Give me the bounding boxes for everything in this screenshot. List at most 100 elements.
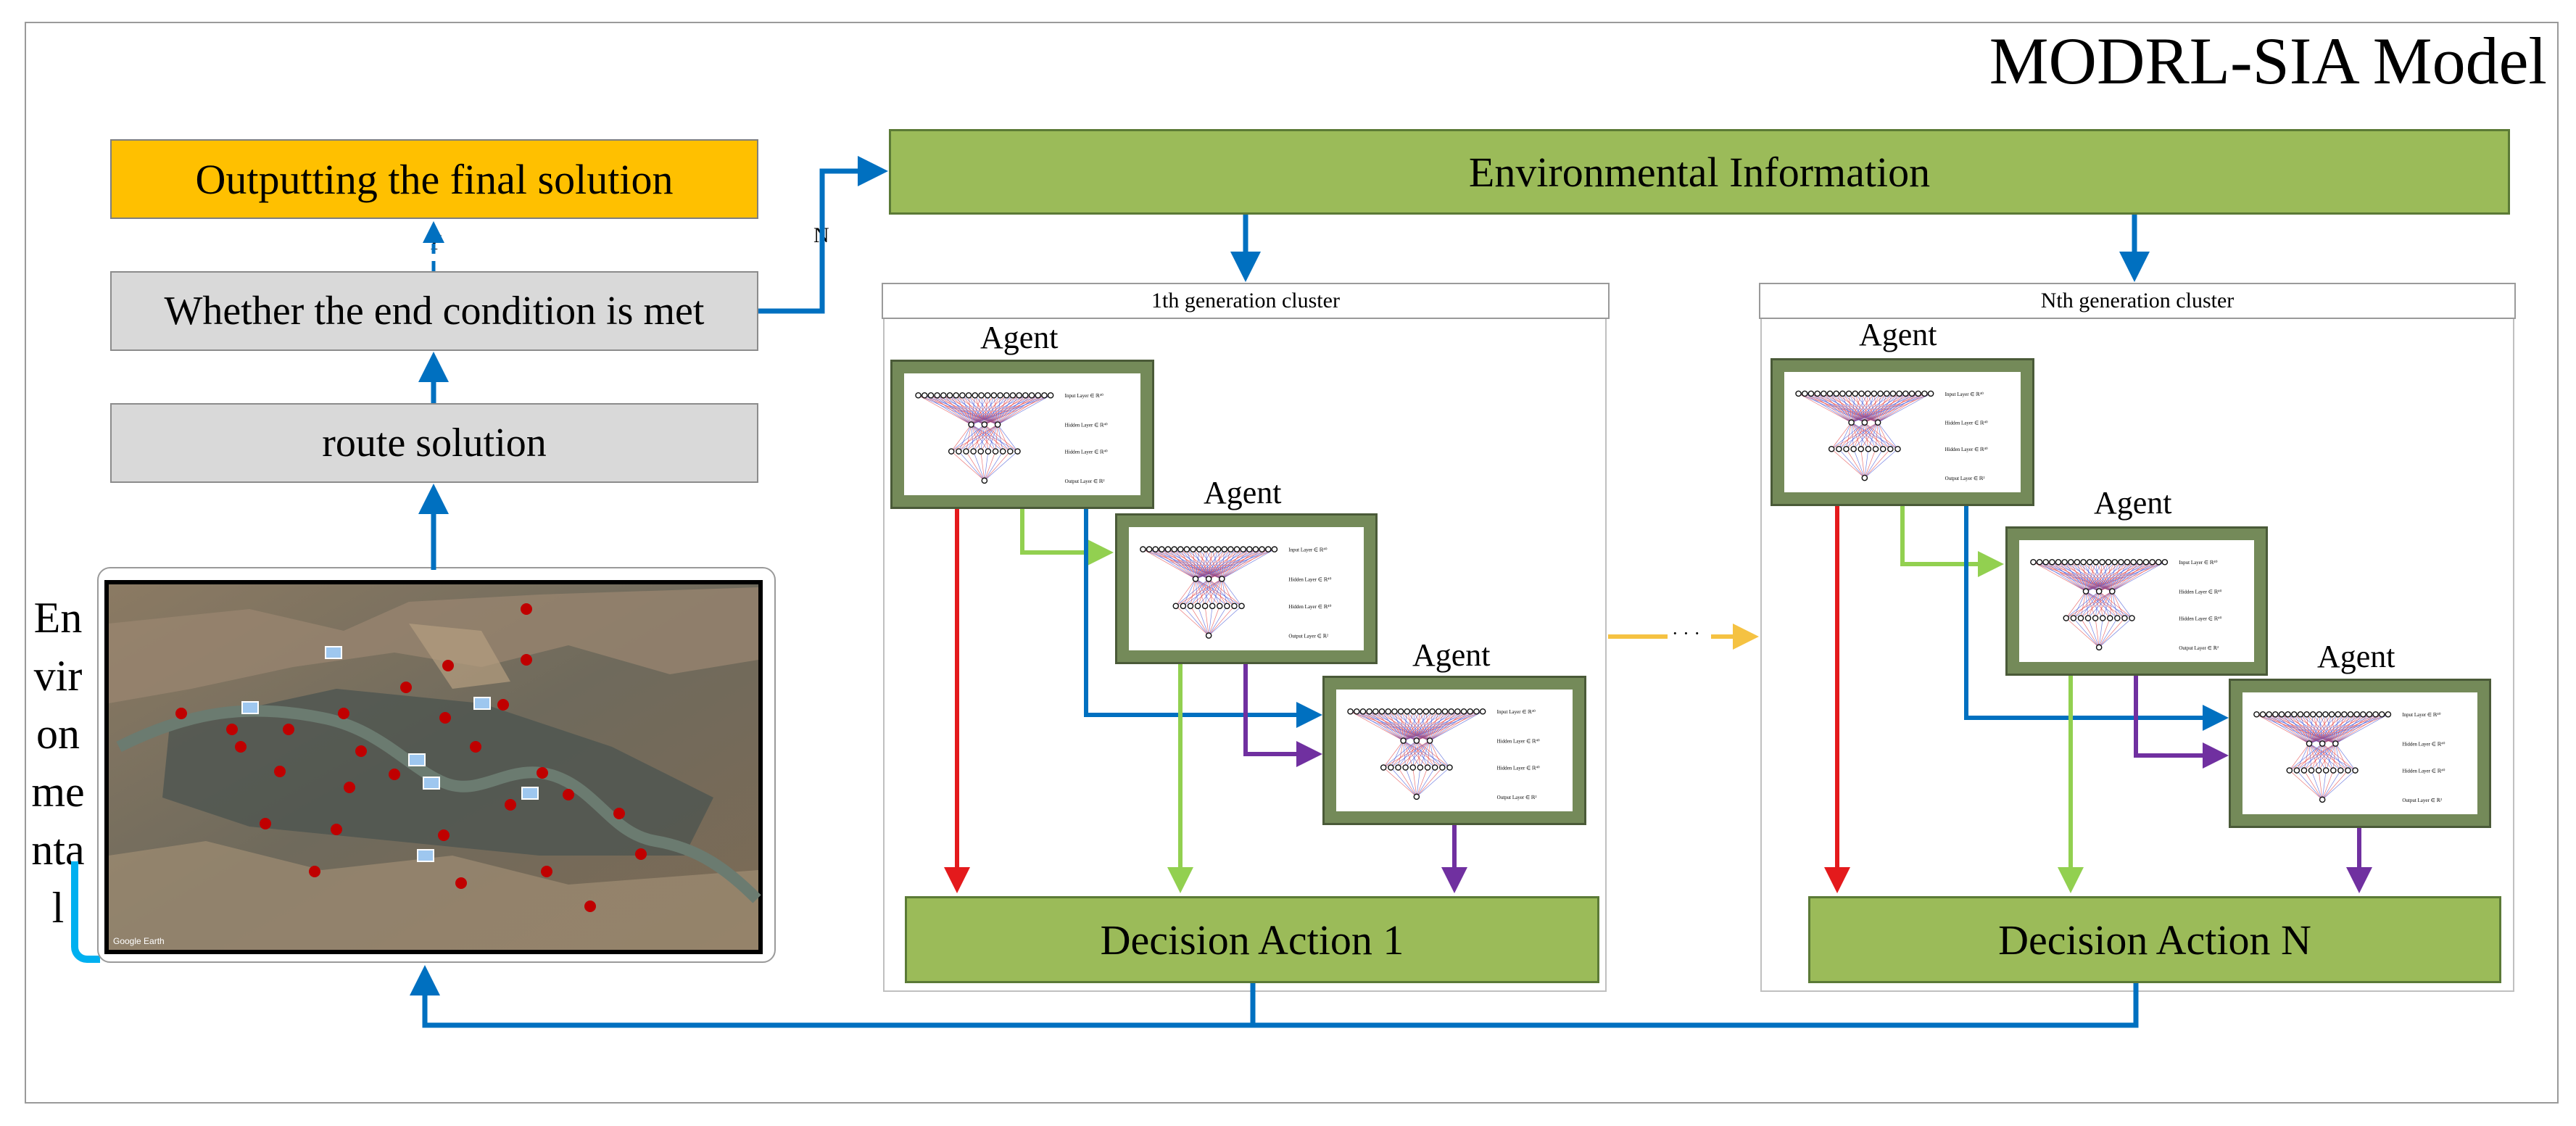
nn-connection	[2308, 743, 2319, 771]
nn-neuron	[959, 392, 966, 399]
nn-neuron	[1231, 603, 1238, 610]
nn-neuron	[1214, 546, 1222, 552]
nn-connection	[1394, 711, 1404, 741]
nn-connection	[1868, 422, 1879, 450]
nn-connection	[1829, 393, 1865, 423]
nn-neuron	[1833, 390, 1840, 397]
nn-connection	[1853, 422, 1879, 450]
nn-neuron	[1233, 546, 1241, 552]
nn-connection	[984, 424, 996, 452]
nn-connection	[1846, 422, 1852, 450]
nn-neuron	[1454, 708, 1461, 715]
nn-connection	[1412, 740, 1417, 768]
nn-connection	[971, 394, 1001, 425]
nn-connection	[951, 424, 985, 452]
nn-neuron	[1848, 419, 1855, 426]
nn-connection	[1403, 711, 1433, 741]
nn-connection	[971, 395, 976, 425]
map-watermark: Google Earth	[113, 936, 165, 946]
nn-neuron	[927, 392, 935, 399]
nn-neuron	[1372, 708, 1379, 715]
nn-connection	[2308, 713, 2357, 744]
nn-connection	[1416, 740, 1428, 768]
nn-neuron	[1877, 390, 1884, 397]
nn-connection	[1208, 605, 1235, 636]
nn-connection	[966, 424, 998, 452]
nn-neuron	[953, 392, 960, 399]
nn-connection	[1851, 393, 1868, 423]
nn-neuron	[1402, 764, 1409, 771]
nn-connection	[951, 424, 998, 452]
nn-neuron	[2319, 796, 2326, 803]
agent-1a-label: Agent	[980, 320, 1059, 355]
nn-connection	[1398, 740, 1430, 768]
nn-neuron	[1007, 448, 1014, 455]
nn-layer-label: Output Layer ∈ ℝ²	[1945, 476, 1985, 481]
nn-connection	[1839, 422, 1852, 450]
nn-connection	[951, 424, 972, 452]
nn-neuron	[2036, 558, 2043, 566]
nn-connection	[1405, 767, 1417, 797]
nn-neuron	[934, 392, 940, 399]
nn-connection	[966, 424, 972, 452]
nn-neuron	[1183, 546, 1190, 552]
nn-layer-label: Hidden Layer ∈ ℝ⁴⁰	[2179, 589, 2221, 595]
nn-neuron	[1028, 392, 1035, 399]
nn-connection	[1369, 711, 1417, 741]
nn-neuron	[2366, 711, 2373, 718]
nn-connection	[997, 424, 1003, 452]
nn-neuron	[1908, 390, 1916, 397]
nn-layer-label: Hidden Layer ∈ ℝ⁴⁰	[1497, 739, 1540, 745]
nn-neuron	[1887, 445, 1894, 452]
nn-connection	[958, 424, 985, 452]
agent-nb-label: Agent	[2094, 485, 2172, 521]
nn-connection	[2300, 714, 2310, 744]
nn-neuron	[1915, 390, 1922, 397]
nn-connection	[1851, 422, 1876, 450]
nn-connection	[1864, 449, 1869, 479]
nn-connection	[984, 424, 989, 452]
nn-neuron	[940, 392, 947, 399]
satellite-map-image: Google Earth	[109, 584, 761, 950]
nn-connection	[984, 451, 989, 481]
nn-layer-label: Hidden Layer ∈ ℝ⁴⁰	[1288, 604, 1331, 610]
nn-connection	[1864, 422, 1869, 450]
nn-connection	[1403, 711, 1470, 741]
nn-connection	[1391, 767, 1417, 798]
nn-connection	[2303, 743, 2336, 771]
nn-neuron	[1190, 546, 1196, 552]
nn-neuron	[1196, 546, 1203, 552]
nn-connection	[2311, 743, 2336, 771]
nn-connection	[997, 424, 1011, 452]
nn-neuron	[1366, 708, 1372, 715]
nn-neuron	[1467, 708, 1474, 715]
nn-neuron	[2259, 711, 2266, 718]
nn-connection	[971, 394, 1032, 425]
nn-connection	[1383, 740, 1430, 768]
nn-connection	[1846, 422, 1879, 450]
nn-neuron	[985, 448, 992, 455]
nn-connection	[1403, 711, 1458, 741]
nn-neuron	[978, 392, 985, 399]
nn-neuron	[2322, 767, 2329, 774]
environmental-side-label: En vir on me nta l	[31, 594, 85, 932]
nn-neuron	[2297, 711, 2304, 718]
nn-connection	[1403, 740, 1421, 768]
nn-connection	[1851, 422, 1891, 450]
nn-connection	[2281, 713, 2323, 744]
nn-connection	[1403, 711, 1446, 741]
nn-connection	[971, 424, 974, 452]
nn-layer-label: Hidden Layer ∈ ℝ⁴⁰	[2402, 742, 2445, 748]
agent-1c-label: Agent	[1412, 637, 1491, 673]
nn-neuron	[1240, 546, 1246, 552]
nn-connection	[1391, 740, 1430, 768]
nn-connection	[1877, 422, 1884, 450]
nn-neuron	[1159, 546, 1165, 552]
nn-connection	[2308, 743, 2334, 771]
nn-layer-label: Output Layer ∈ ℝ²	[2179, 645, 2219, 651]
nn-neuron	[2319, 740, 2326, 747]
nn-connection	[2318, 770, 2323, 800]
